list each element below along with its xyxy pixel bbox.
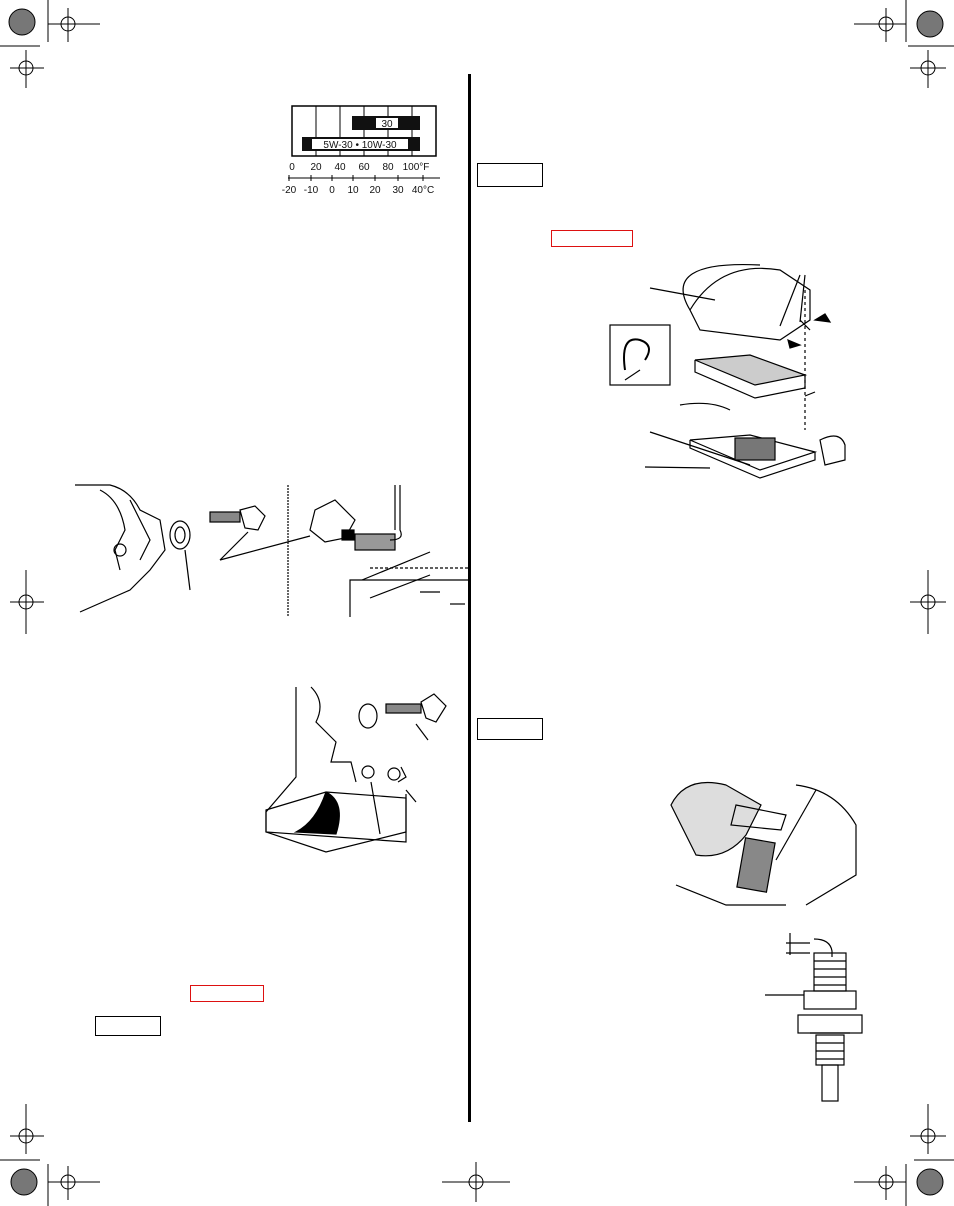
dipstick-illustration <box>75 484 470 617</box>
oil-viscosity-chart: 30 5W-30 • 10W-30 0 20 40 60 80 100°F -20 -10 0… <box>282 105 440 196</box>
grade-multi-label: 5W-30 • 10W-30 <box>323 140 397 151</box>
right-black-label-box-bottom <box>477 718 543 740</box>
fahrenheit-tick-label: 0 <box>289 162 295 173</box>
celsius-tick-label: 20 <box>369 185 381 196</box>
spark-plug-illustration <box>765 933 863 1102</box>
celsius-tick-label: -20 <box>282 185 297 196</box>
grade-30-label: 30 <box>381 119 393 130</box>
left-red-label-box <box>190 985 264 1002</box>
right-black-label-box-top <box>477 163 543 187</box>
fahrenheit-tick-label: 60 <box>358 162 370 173</box>
fahrenheit-tick-label: 80 <box>382 162 394 173</box>
spark-plug-wrench-illustration <box>670 781 857 906</box>
oil-drain-illustration <box>265 686 447 853</box>
air-filter-illustration <box>609 263 846 479</box>
left-black-label-box <box>95 1016 161 1036</box>
celsius-tick-label: 40°C <box>412 185 434 196</box>
celsius-tick-label: 30 <box>392 185 404 196</box>
column-divider <box>468 74 471 1122</box>
celsius-tick-label: -10 <box>304 185 319 196</box>
fahrenheit-tick-label: 100°F <box>403 162 430 173</box>
right-red-label-box <box>551 230 633 247</box>
fahrenheit-tick-label: 20 <box>310 162 322 173</box>
celsius-tick-label: 10 <box>347 185 359 196</box>
fahrenheit-tick-label: 40 <box>334 162 346 173</box>
celsius-tick-label: 0 <box>329 185 335 196</box>
